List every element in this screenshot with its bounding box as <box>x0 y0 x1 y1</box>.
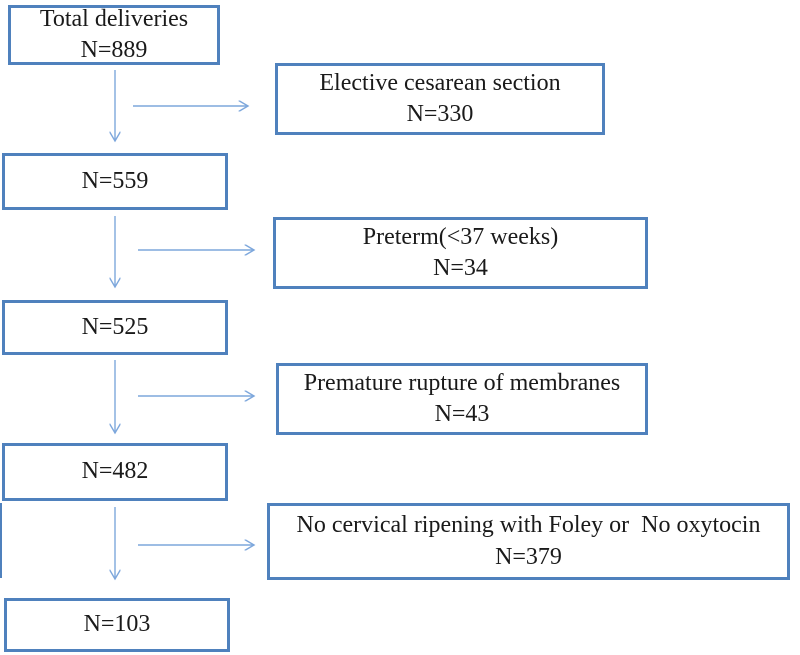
box-count: N=482 <box>81 458 149 485</box>
box-count: N=525 <box>81 313 149 340</box>
box-count: N=379 <box>495 543 562 570</box>
box-n525: N=525 <box>2 300 228 355</box>
box-label: Premature rupture of membranes <box>303 369 621 396</box>
box-label: Total deliveries <box>39 5 189 32</box>
box-count: N=559 <box>81 167 149 194</box>
box-count: N=889 <box>80 37 148 63</box>
box-label: No cervical ripening with Foley or No ox… <box>296 512 761 539</box>
box-count: N=34 <box>433 255 488 281</box>
box-preterm: Preterm(<37 weeks) N=34 <box>273 217 648 289</box>
box-count: N=43 <box>434 401 490 427</box>
box-count: N=330 <box>406 101 474 127</box>
box-premature-rupture-of-membranes: Premature rupture of membranes N=43 <box>276 363 648 435</box>
box-n559: N=559 <box>2 153 228 210</box>
box-n482: N=482 <box>2 443 228 501</box>
box-total-deliveries: Total deliveries N=889 <box>8 5 220 65</box>
box-no-cervical-ripening: No cervical ripening with Foley or No ox… <box>267 503 790 580</box>
box-elective-cesarean-section: Elective cesarean section N=330 <box>275 63 605 135</box>
box-n103: N=103 <box>4 598 230 652</box>
box-count: N=103 <box>83 611 151 638</box>
box-label: Elective cesarean section <box>319 69 561 96</box>
box-label: Preterm(<37 weeks) <box>362 223 559 250</box>
